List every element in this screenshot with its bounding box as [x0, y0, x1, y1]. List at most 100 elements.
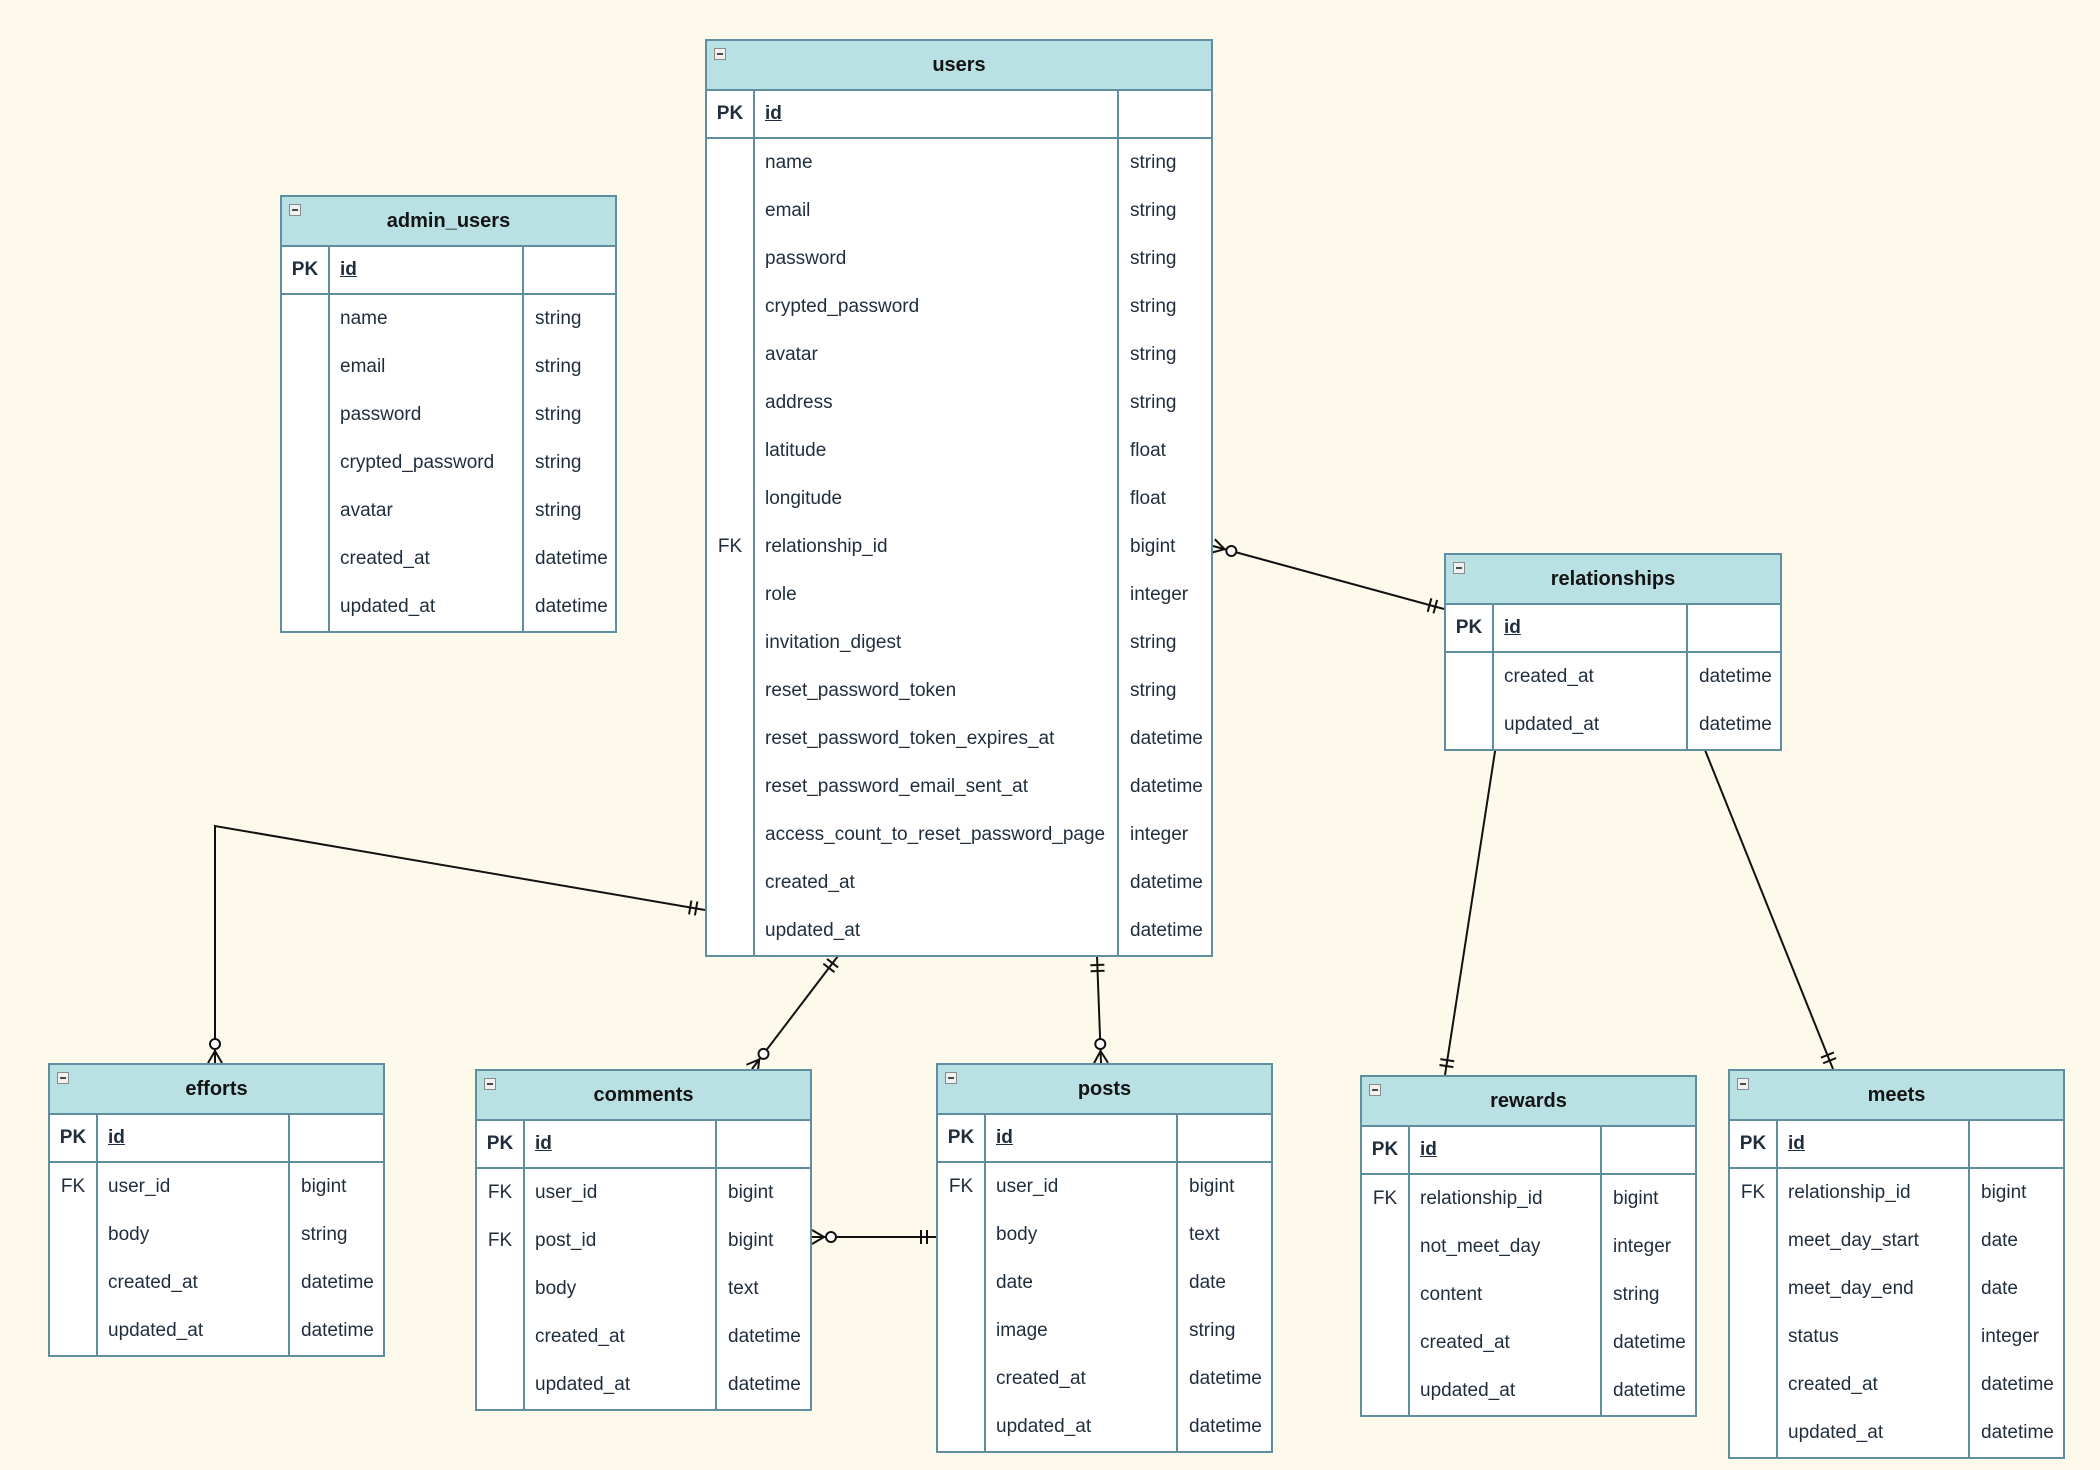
key-cell [707, 475, 755, 523]
field-name: crypted_password [330, 439, 524, 487]
field-name: user_id [986, 1163, 1178, 1211]
collapse-minus-icon[interactable] [484, 1078, 496, 1090]
zero-optional-marker [1225, 544, 1238, 557]
one-and-only-one-marker [1090, 969, 1105, 973]
collapse-minus-icon[interactable] [57, 1072, 69, 1084]
field-name: content [1410, 1271, 1602, 1319]
edge-users-relationships [1212, 545, 1445, 610]
field-name: relationship_id [755, 523, 1119, 571]
key-cell [282, 535, 330, 583]
field-name: created_at [98, 1259, 290, 1307]
key-cell [1362, 1223, 1410, 1271]
field-name: latitude [755, 427, 1119, 475]
field-type: datetime [1699, 714, 1772, 735]
table-header[interactable]: users [707, 41, 1211, 91]
collapse-minus-icon[interactable] [1369, 1084, 1381, 1096]
key-cell [707, 235, 755, 283]
crow-foot-marker [1214, 538, 1226, 550]
field-type: datetime [1130, 728, 1203, 749]
table-header[interactable]: admin_users [282, 197, 615, 247]
field-name: id [1494, 605, 1688, 651]
key-cell: FK [707, 523, 755, 571]
field-name: relationship_id [1778, 1169, 1970, 1217]
field-type: date [1981, 1278, 2018, 1299]
table-title: efforts [185, 1077, 248, 1100]
collapse-minus-icon[interactable] [289, 204, 301, 216]
key-cell [282, 487, 330, 535]
zero-optional-marker [209, 1038, 221, 1050]
field-type: string [1130, 632, 1177, 653]
key-cell [282, 343, 330, 391]
key-cell [282, 583, 330, 631]
field-name: id [98, 1115, 290, 1161]
key-cell [707, 427, 755, 475]
field-type: datetime [301, 1272, 374, 1293]
crow-foot-marker [811, 1236, 825, 1245]
field-name: reset_password_token [755, 667, 1119, 715]
key-cell [50, 1259, 98, 1307]
edge-relationships-rewards [1444, 744, 1497, 1076]
key-cell [1362, 1319, 1410, 1367]
table-header[interactable]: efforts [50, 1065, 383, 1115]
field-type: datetime [1130, 776, 1203, 797]
one-and-only-one-marker [826, 958, 839, 969]
table-header[interactable]: meets [1730, 1071, 2063, 1121]
key-cell [707, 331, 755, 379]
field-type: datetime [1981, 1422, 2054, 1443]
field-type: string [1130, 200, 1177, 221]
collapse-minus-icon[interactable] [1737, 1078, 1749, 1090]
field-name: created_at [1410, 1319, 1602, 1367]
table-title: meets [1867, 1083, 1926, 1106]
field-name: id [986, 1115, 1178, 1161]
key-cell [938, 1307, 986, 1355]
table-title: users [932, 53, 986, 76]
collapse-minus-icon[interactable] [945, 1072, 957, 1084]
key-cell [1362, 1367, 1410, 1415]
collapse-minus-icon[interactable] [714, 48, 726, 60]
field-name: access_count_to_reset_password_page [755, 811, 1119, 859]
one-and-only-one-marker [1440, 1058, 1455, 1063]
field-name: body [525, 1265, 717, 1313]
field-name: id [525, 1121, 717, 1167]
table-title: posts [1077, 1077, 1132, 1100]
field-type: datetime [535, 596, 608, 617]
field-type: string [1613, 1284, 1660, 1305]
field-type: bigint [301, 1176, 347, 1197]
table-header[interactable]: comments [477, 1071, 810, 1121]
field-type [1119, 91, 1211, 137]
key-cell [707, 187, 755, 235]
field-name: created_at [330, 535, 524, 583]
field-type [524, 247, 615, 293]
collapse-minus-icon[interactable] [1453, 562, 1465, 574]
key-cell [938, 1259, 986, 1307]
table-header[interactable]: posts [938, 1065, 1271, 1115]
table-header[interactable]: relationships [1446, 555, 1780, 605]
field-type: integer [1981, 1326, 2040, 1347]
key-cell [1730, 1217, 1778, 1265]
one-and-only-one-marker [693, 901, 699, 916]
table-header[interactable]: rewards [1362, 1077, 1695, 1127]
field-type: datetime [1613, 1332, 1686, 1353]
field-name: updated_at [1778, 1409, 1970, 1457]
